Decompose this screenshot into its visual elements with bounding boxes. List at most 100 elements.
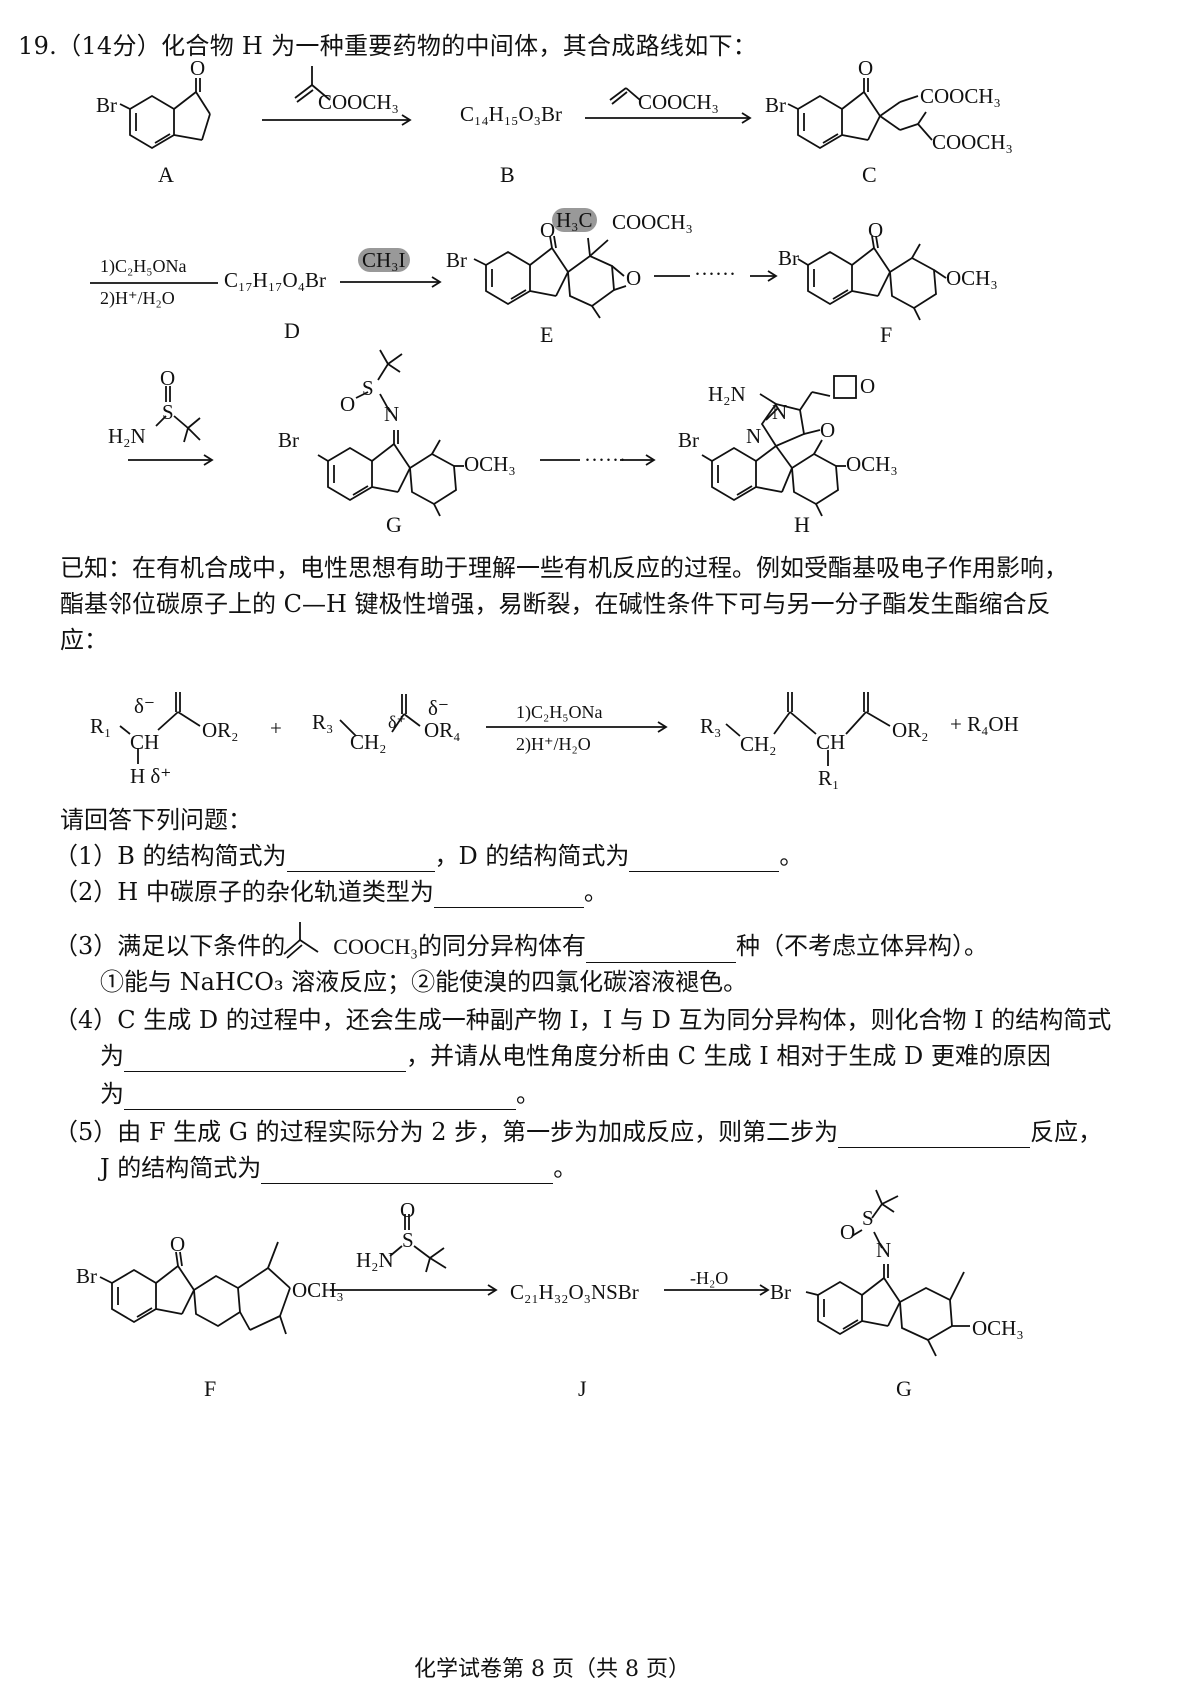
c-substituent-2: COOCH₃ bbox=[932, 130, 1013, 154]
atom-o-a: O bbox=[190, 56, 206, 80]
h2n-h: H₂N bbox=[708, 382, 746, 406]
bottom-f-structure bbox=[99, 1241, 291, 1335]
compound-g-structure bbox=[317, 349, 464, 517]
formula-b: C₁₄H₁₅O₃Br bbox=[460, 102, 562, 126]
och3-f: OCH₃ bbox=[946, 266, 998, 290]
q5-text-c: J 的结构简式为 bbox=[100, 1154, 262, 1182]
reagent-bc: COOCH₃ bbox=[638, 90, 719, 114]
answer-blank-hybrid[interactable] bbox=[433, 881, 584, 908]
q1-text-b: ，D 的结构简式为 bbox=[434, 842, 630, 870]
atom-o-g: O bbox=[340, 392, 356, 416]
kr-r1: R₁ bbox=[90, 714, 112, 738]
bottom-s-reagent: S bbox=[402, 1228, 414, 1252]
q2-text-a: （2）H 中碳原子的杂化轨道类型为 bbox=[54, 878, 434, 906]
compound-a-structure bbox=[119, 78, 211, 150]
minus-water: -H₂O bbox=[690, 1268, 729, 1288]
atom-o-e1: O bbox=[540, 218, 556, 242]
och3-g: OCH₃ bbox=[464, 452, 516, 476]
known-line-3: 应： bbox=[60, 626, 108, 654]
question-header: 19.（14分）化合物 H 为一种重要药物的中间体，其合成路线如下： bbox=[18, 32, 758, 60]
question-3: （3）满足以下条件的 COOCH₃的同分异构体有 种（不考虑立体异构）。 bbox=[54, 930, 988, 963]
q5-text-a: （5）由 F 生成 G 的过程实际分为 2 步，第一步为加成反应，则第二步为 bbox=[54, 1118, 839, 1146]
q1-text-c: 。 bbox=[779, 842, 804, 870]
known-line-2: 酯基邻位碳原子上的 C—H 键极性增强，易断裂，在碱性条件下可与另一分子酯发生酯… bbox=[60, 590, 1051, 618]
q5-text-b: 反应， bbox=[1030, 1118, 1103, 1146]
answer-blank-j-structure[interactable] bbox=[261, 1157, 554, 1184]
bottom-s-g: S bbox=[862, 1206, 874, 1230]
bottom-o-f: O bbox=[170, 1232, 186, 1256]
atom-o-oxetane: O bbox=[860, 374, 876, 398]
kr-p-r1: R₁ bbox=[818, 766, 840, 790]
q2-text-b: 。 bbox=[583, 878, 608, 906]
bottom-o-g: O bbox=[840, 1220, 856, 1244]
known-line-1: 已知：在有机合成中，电性思想有助于理解一些有机反应的过程。例如受酯基吸电子作用影… bbox=[60, 554, 1068, 582]
question-2: （2）H 中碳原子的杂化轨道类型为 。 bbox=[54, 876, 608, 908]
kr-p-or2: OR₂ bbox=[892, 718, 929, 742]
label-f: F bbox=[880, 322, 893, 347]
q3-text-c: 种（不考虑立体异构）。 bbox=[735, 932, 988, 960]
q4-line-2: 为，并请从电性角度分析由 C 生成 I 相对于生成 D 更难的原因 bbox=[100, 1040, 1051, 1072]
bottom-label-g: G bbox=[896, 1376, 912, 1401]
answer-blank-b[interactable] bbox=[286, 845, 435, 872]
q3-cooch3: COOCH₃ bbox=[333, 934, 418, 959]
compound-e-structure bbox=[473, 235, 627, 319]
q3-text-b: 的同分异构体有 bbox=[417, 932, 586, 960]
reagent-de-text: CH₃I bbox=[358, 248, 410, 272]
kr-h-delta: H δ⁺ bbox=[130, 764, 172, 788]
reagent-ab: COOCH₃ bbox=[318, 90, 399, 114]
page-footer: 化学试卷第 8 页（共 8 页） bbox=[414, 1657, 690, 1682]
kr-ch2: CH₂ bbox=[350, 730, 387, 754]
kr-p-ch2: CH₂ bbox=[740, 732, 777, 756]
compound-f-structure bbox=[797, 235, 947, 321]
atom-o-h: O bbox=[820, 418, 836, 442]
kr-r3: R₃ bbox=[312, 710, 334, 734]
och3-h: OCH₃ bbox=[846, 452, 898, 476]
kr-delta-minus-1: δ⁻ bbox=[134, 694, 155, 718]
formula-d: C₁₇H₁₇O₄Br bbox=[224, 268, 326, 292]
h2n-reagent: H₂N bbox=[108, 424, 146, 448]
answer-blank-reaction-type[interactable] bbox=[838, 1121, 1031, 1148]
answer-blank-reason[interactable] bbox=[124, 1083, 516, 1110]
answer-blank-d[interactable] bbox=[629, 845, 780, 872]
label-d: D bbox=[284, 318, 300, 343]
reagent-cd-step2: 2)H⁺/H₂O bbox=[100, 288, 175, 308]
bottom-label-j: J bbox=[578, 1376, 587, 1401]
q3-conditions: ①能与 NaHCO₃ 溶液反应；②能使溴的四氯化碳溶液褪色。 bbox=[100, 968, 748, 996]
q4-line-3: 为。 bbox=[100, 1078, 540, 1110]
kr-delta-minus-2: δ⁻ bbox=[428, 696, 449, 720]
bottom-o-reagent: O bbox=[400, 1198, 416, 1222]
answer-blank-i-structure[interactable] bbox=[124, 1045, 406, 1072]
kr-cond1: 1)C₂H₅ONa bbox=[516, 702, 603, 722]
kr-cond2: 2)H⁺/H₂O bbox=[516, 734, 591, 754]
q5-line-1: （5）由 F 生成 G 的过程实际分为 2 步，第一步为加成反应，则第二步为 反应… bbox=[54, 1116, 1102, 1148]
label-a: A bbox=[158, 162, 174, 187]
compound-c-structure bbox=[787, 78, 933, 150]
bottom-g-structure bbox=[805, 1189, 970, 1357]
atom-n-h1: N bbox=[772, 400, 788, 424]
dots-gh: ······ bbox=[584, 448, 626, 472]
label-c: C bbox=[862, 162, 877, 187]
atom-n-g: N bbox=[384, 402, 400, 426]
label-h: H bbox=[794, 512, 810, 537]
compound-h-structure bbox=[701, 375, 857, 517]
label-b: B bbox=[500, 162, 515, 187]
q4-line-1: （4）C 生成 D 的过程中，还会生成一种副产物 I，I 与 D 互为同分异构体… bbox=[54, 1006, 1112, 1034]
atom-o-reagent: O bbox=[160, 366, 176, 390]
q4-text-d: 为 bbox=[100, 1080, 124, 1108]
q1-text-a: （1）B 的结构简式为 bbox=[54, 842, 287, 870]
e-h3c: H₃C bbox=[552, 208, 597, 233]
bottom-och3-f: OCH₃ bbox=[292, 1278, 344, 1302]
label-g: G bbox=[386, 512, 402, 537]
answer-blank-isomer-count[interactable] bbox=[585, 936, 736, 963]
q3-text-a: （3）满足以下条件的 bbox=[54, 932, 286, 960]
bottom-label-f: F bbox=[204, 1376, 217, 1401]
atom-br-c: Br bbox=[765, 93, 786, 117]
question-1: （1）B 的结构简式为 ，D 的结构简式为 。 bbox=[54, 840, 803, 872]
q4-text-c: ，并请从电性角度分析由 C 生成 I 相对于生成 D 更难的原因 bbox=[406, 1042, 1051, 1070]
reagent-cd-step1: 1)C₂H₅ONa bbox=[100, 256, 187, 276]
kr-p-ch: CH bbox=[816, 730, 846, 754]
q5-text-d: 。 bbox=[553, 1154, 578, 1182]
kr-ch: CH bbox=[130, 730, 160, 754]
